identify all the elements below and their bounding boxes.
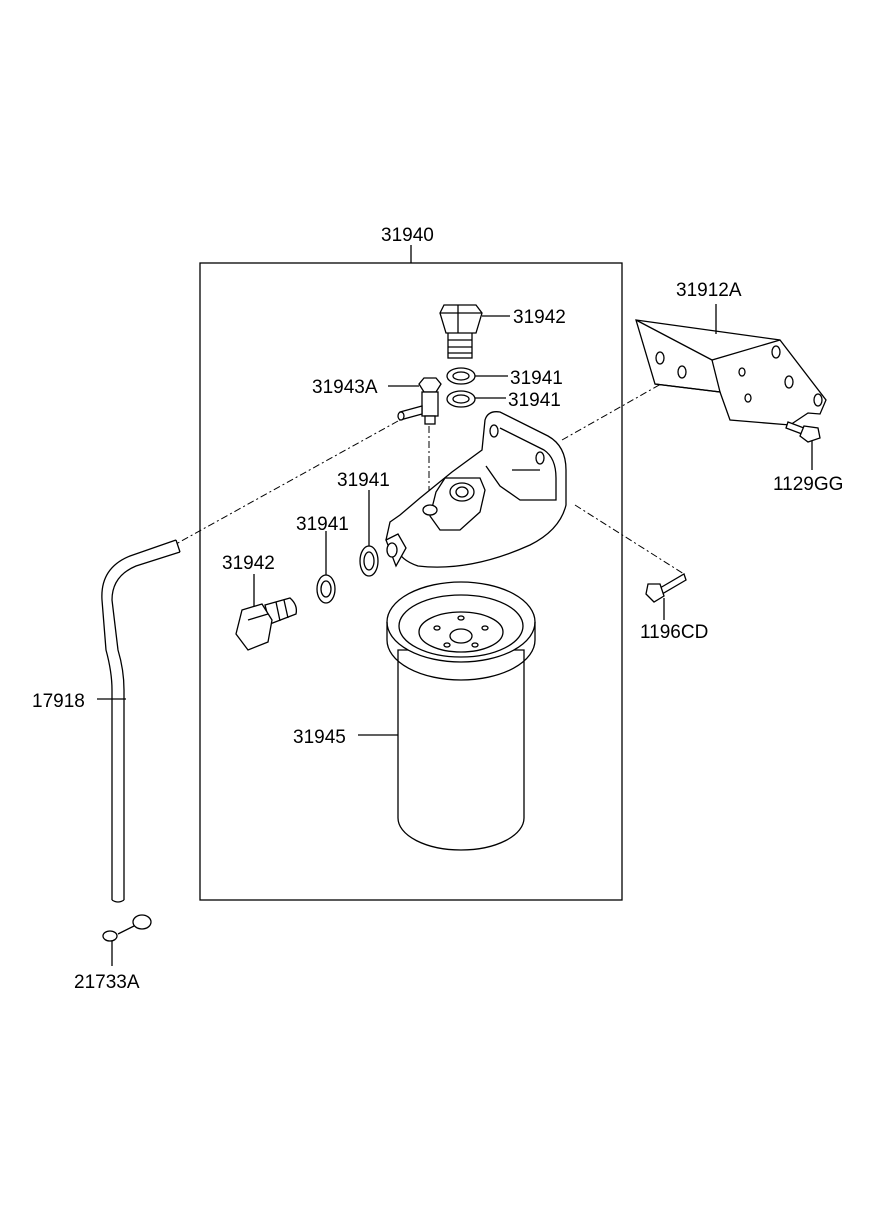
label-hose: 17918 xyxy=(32,691,85,712)
label-filter: 31945 xyxy=(293,727,346,748)
bolt-top xyxy=(439,304,483,359)
label-fitting: 31943A xyxy=(312,377,378,398)
label-washer-b: 31941 xyxy=(508,390,561,411)
head-bolt xyxy=(645,573,687,603)
label-bracket-bolt: 1129GG xyxy=(773,474,843,495)
washer-b xyxy=(446,390,476,408)
hose-clip xyxy=(102,914,152,942)
label-bracket: 31912A xyxy=(676,280,742,301)
label-head-bolt: 1196CD xyxy=(640,622,708,643)
bracket-bolt xyxy=(785,421,821,443)
filter-head xyxy=(385,411,567,568)
label-clip: 21733A xyxy=(74,972,140,993)
label-washer-a: 31941 xyxy=(510,368,563,389)
label-assembly: 31940 xyxy=(381,225,434,246)
washer-c xyxy=(359,545,379,577)
filter-cartridge xyxy=(386,581,536,851)
bolt-left xyxy=(235,597,298,651)
label-bolt-top: 31942 xyxy=(513,307,566,328)
washer-d xyxy=(316,574,336,604)
fuel-hose xyxy=(101,539,181,903)
bracket xyxy=(635,319,827,426)
label-bolt-left: 31942 xyxy=(222,553,275,574)
washer-a xyxy=(446,367,476,385)
fitting xyxy=(397,377,442,425)
label-washer-c: 31941 xyxy=(337,470,390,491)
label-washer-d: 31941 xyxy=(296,514,349,535)
